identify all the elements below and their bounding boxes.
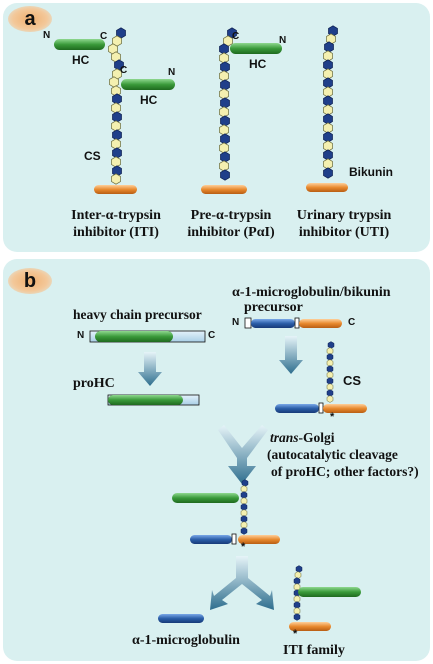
hc-precursor-green [95,331,173,342]
pai-bikunin [201,185,247,194]
iti-c1-label: C [100,31,108,42]
hc-precursor-n: N [77,330,85,341]
prohc-label: proHC [73,376,115,391]
uti-bikunin-label: Bikunin [349,165,393,179]
final-bikunin [289,622,331,631]
amb-a1m [251,319,295,328]
amb2-a1m [275,404,319,413]
arrow-amb-down [279,336,303,374]
golgi-cs-chain [240,479,249,535]
iti-n-label: N [43,30,51,41]
iti-heavy-chain-2 [121,79,175,90]
arrow-split [210,556,274,610]
uti-caption-line1: Urinary trypsin [296,208,392,223]
pai-caption-line1: Pre-α-trypsin [190,208,272,223]
arrow-merge [218,425,268,484]
iti-caption-line2: inhibitor (ITI) [73,225,159,240]
golgi-rest: -Golgi [298,430,335,445]
pai-c-label: C [232,31,240,42]
golgi-line-2: (autocatalytic cleavage [267,447,398,462]
golgi-line-1: trans-Golgi [270,430,335,446]
iti-heavy-chain-1 [54,39,105,50]
arrow-hc-down [138,352,162,386]
pai-heavy-chain [230,43,282,54]
asterisk-1: * [330,411,335,423]
uti-caption-line2: inhibitor (UTI) [298,225,390,240]
iti-hc1-label: HC [72,53,90,67]
cs-label: CS [343,373,362,388]
hc-precursor-c: C [208,330,216,341]
amb2-linker [318,402,324,414]
iti-bikunin [94,185,137,194]
pai-hc-label: HC [249,57,267,71]
amb-n-box [244,317,252,329]
final-heavy-chain [298,587,361,597]
iti-hc2-label: HC [140,93,158,107]
iti-cs-chain [108,27,126,185]
amb-bikunin [299,319,342,328]
asterisk-3: * [293,628,298,640]
uti-bikunin [306,183,348,192]
golgi-line-3: of proHC; other factors?) [271,464,419,479]
uti-cs-chain [323,25,338,179]
iti-family-label: ITI family [283,643,345,658]
a1m-label: α-1-microglobulin [132,633,240,648]
amb-precursor-title-2: precursor [244,300,303,315]
amb2-bikunin [323,404,367,413]
prohc-green [108,395,183,405]
amb-precursor-title-1: α-1-microglobulin/bikunin [232,285,391,300]
iti-c2-label: C [120,65,128,76]
golgi-trans: trans [270,430,299,445]
amb-c-label: C [348,317,356,328]
asterisk-2: * [241,541,246,553]
panel-a-badge: a [8,6,52,32]
golgi-bikunin [238,535,280,544]
pai-caption-line2: inhibitor (PαI) [187,225,275,240]
golgi-linker [231,533,237,545]
iti-n2-label: N [168,67,176,78]
amb-cs-chain [326,341,335,403]
iti-cs-label: CS [84,149,101,163]
amb-n-label: N [232,317,240,328]
amb-linker [294,317,300,329]
final-a1m [158,614,204,623]
panel-b-badge: b [8,268,52,294]
hc-precursor-label: heavy chain precursor [73,307,202,322]
iti-caption-line1: Inter-α-trypsin [71,208,161,223]
golgi-heavy-chain [172,493,239,503]
golgi-a1m [190,535,232,544]
pai-n-label: N [279,35,287,46]
